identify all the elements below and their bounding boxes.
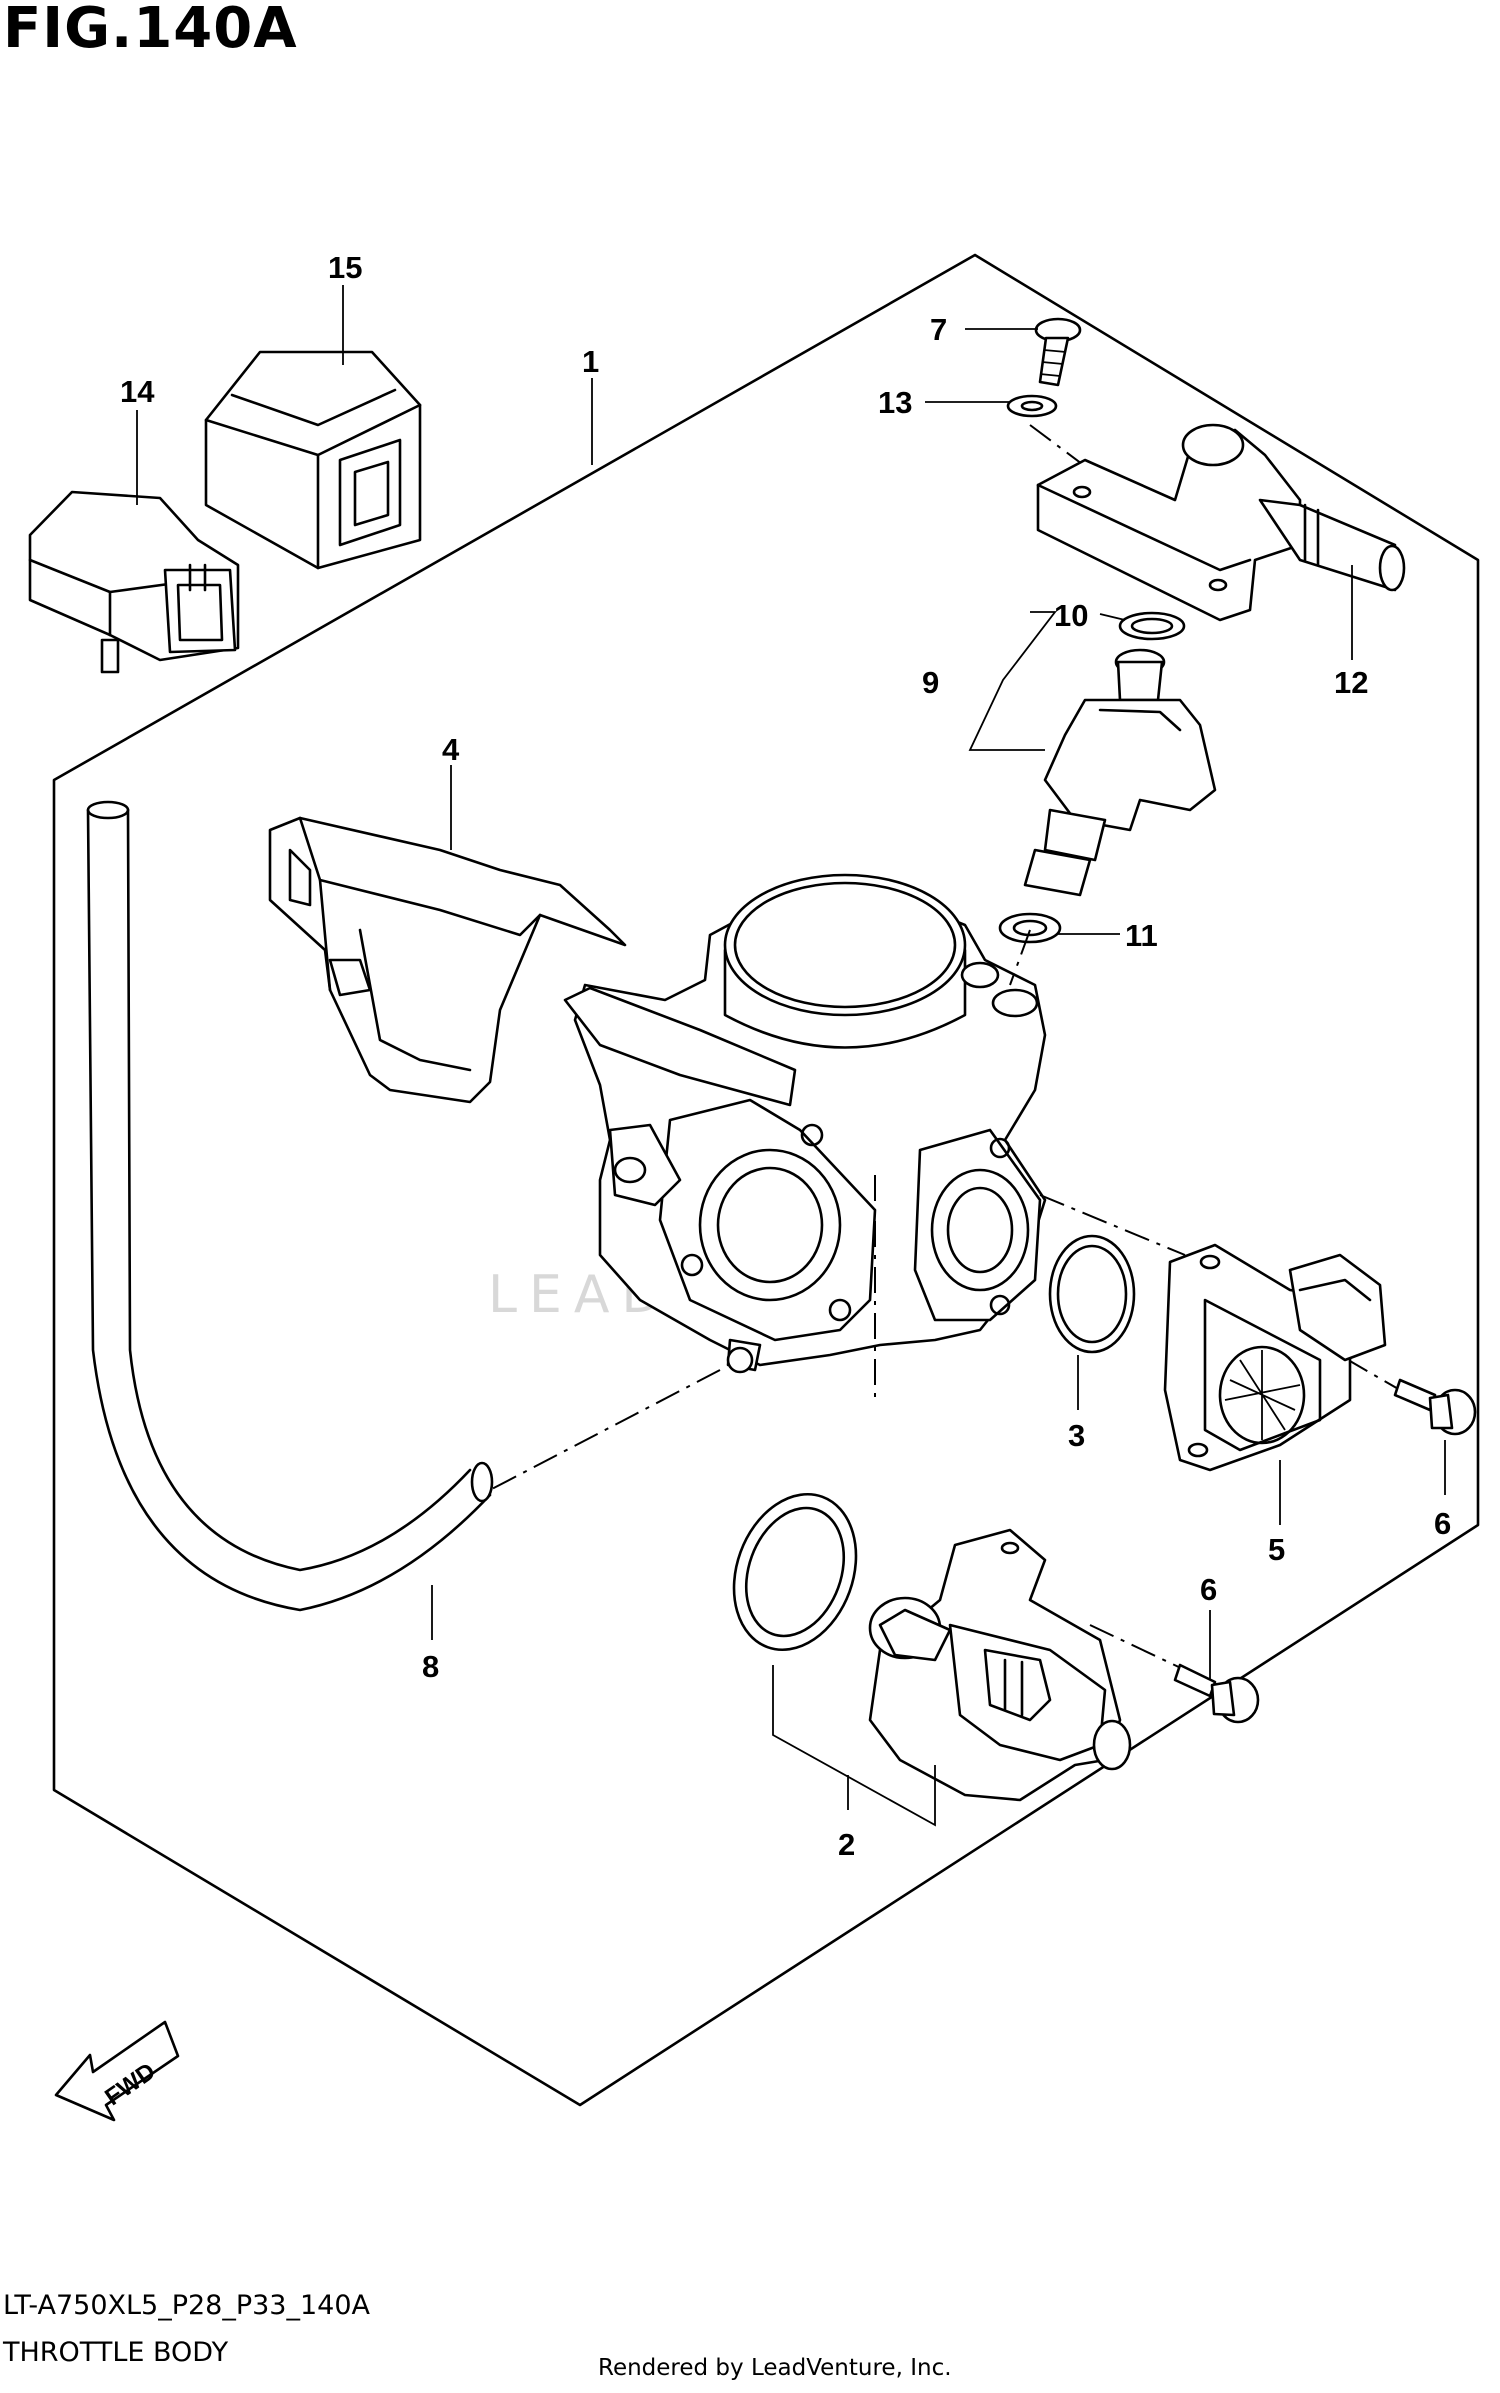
callout-11[interactable]: 11: [1125, 918, 1158, 953]
part-14-sensor-connector[interactable]: [28, 490, 240, 674]
fwd-arrow: FWD: [54, 2020, 180, 2122]
throttle-body[interactable]: [563, 873, 1047, 1374]
axis-injector: [1009, 929, 1031, 986]
figure-title: FIG.140A: [3, 0, 298, 61]
axis-hose: [489, 1369, 721, 1491]
leader-10: [1099, 613, 1126, 621]
callout-10[interactable]: 10: [1054, 598, 1088, 633]
callout-2[interactable]: 2: [838, 1827, 855, 1862]
callout-1[interactable]: 1: [582, 344, 599, 379]
part-6-screw-upper[interactable]: [1393, 1378, 1477, 1436]
part-13-washer[interactable]: [1006, 394, 1058, 418]
callout-15[interactable]: 15: [328, 250, 362, 285]
part-15-connector-cover[interactable]: [204, 350, 422, 570]
part-2-idle-air-control-valve[interactable]: [868, 1528, 1132, 1802]
part-2-o-ring[interactable]: [713, 1477, 877, 1667]
callout-4[interactable]: 4: [442, 732, 460, 767]
part-10-o-ring[interactable]: [1118, 611, 1186, 641]
assembly-boundary: [52, 253, 1480, 2107]
section-name: THROTTLE BODY: [3, 2337, 229, 2368]
rendered-by-credit: Rendered by LeadVenture, Inc.: [598, 2355, 952, 2381]
part-7-screw[interactable]: [1034, 317, 1082, 387]
callout-9[interactable]: 9: [922, 665, 939, 700]
callout-3[interactable]: 3: [1068, 1418, 1085, 1453]
part-5-throttle-position-sensor[interactable]: [1163, 1243, 1387, 1472]
part-12-delivery-pipe[interactable]: [1036, 423, 1406, 622]
callout-7[interactable]: 7: [930, 312, 947, 347]
part-9-fuel-injector[interactable]: [1023, 648, 1217, 897]
callout-6-upper[interactable]: 6: [1434, 1506, 1451, 1541]
model-code: LT-A750XL5_P28_P33_140A: [3, 2290, 370, 2321]
callout-12[interactable]: 12: [1334, 665, 1368, 700]
callout-6-lower[interactable]: 6: [1200, 1572, 1217, 1607]
callout-14[interactable]: 14: [120, 374, 155, 409]
leader-9: [968, 611, 1057, 751]
part-8-hose[interactable]: [86, 800, 494, 1612]
axis-iac-screw: [1089, 1624, 1186, 1671]
part-6-screw-lower[interactable]: [1173, 1663, 1260, 1724]
part-3-o-ring[interactable]: [1048, 1234, 1136, 1354]
part-11-seal[interactable]: [998, 912, 1062, 944]
callout-8[interactable]: 8: [422, 1649, 439, 1684]
leader-2: [772, 1665, 936, 1827]
callout-13[interactable]: 13: [878, 385, 912, 420]
part-4-cover[interactable]: [268, 816, 627, 1104]
callout-5[interactable]: 5: [1268, 1532, 1285, 1567]
